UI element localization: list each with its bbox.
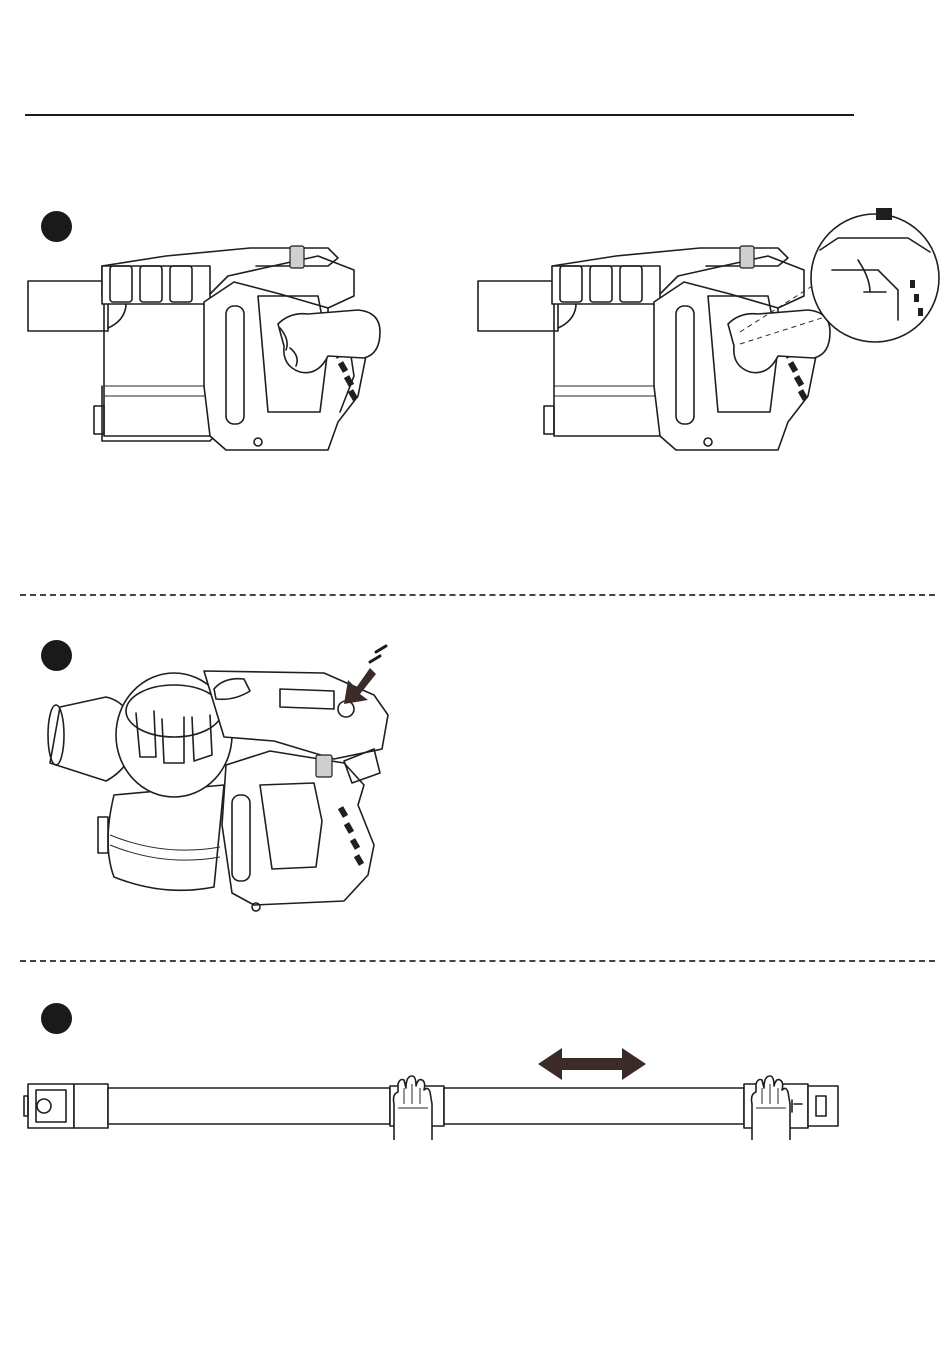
hand-icon (388, 1074, 440, 1142)
press-arrow-icon (336, 646, 392, 708)
step-3-badge (41, 1003, 72, 1034)
vacuum-unit-icon (28, 246, 380, 450)
header-rule (25, 114, 854, 116)
vacuum-release-illustration-left (28, 236, 388, 456)
magnifier-callout-icon (811, 208, 939, 342)
vacuum-release-illustration-right (478, 200, 948, 460)
section-divider-2 (20, 960, 935, 962)
hand-icon (746, 1074, 798, 1142)
section-divider-1 (20, 594, 935, 596)
